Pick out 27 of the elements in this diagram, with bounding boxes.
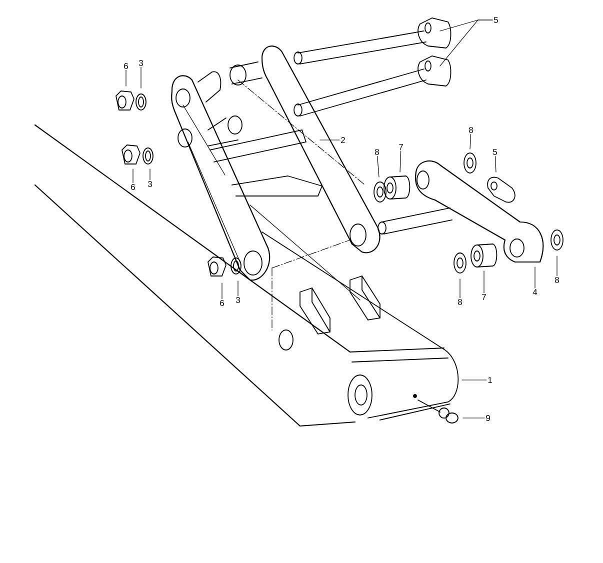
leader-line (440, 20, 493, 66)
callout-number: 5 (494, 17, 498, 23)
leader-line (494, 156, 496, 172)
callout-number: 8 (375, 149, 379, 155)
callout-number: 3 (236, 297, 240, 303)
callout-number: 3 (148, 181, 152, 187)
leader-line (377, 156, 380, 178)
callout-number: 7 (399, 144, 403, 150)
callout-number: 8 (555, 277, 559, 283)
callout-number: 7 (482, 294, 486, 300)
leader-line (140, 66, 142, 88)
callout-number: 9 (486, 415, 490, 421)
callout-number: 6 (124, 63, 128, 69)
callout-number: 1 (488, 377, 492, 383)
leader-line (534, 266, 536, 288)
leader-line (556, 256, 558, 276)
callout-number: 6 (220, 300, 224, 306)
callout-number: 6 (131, 184, 135, 190)
callout-number: 8 (469, 127, 473, 133)
callout-number: 5 (493, 149, 497, 155)
leader-line (400, 150, 402, 172)
leader-line (470, 134, 472, 150)
callout-number: 8 (458, 299, 462, 305)
callout-number: 2 (341, 137, 345, 143)
leader-line (132, 168, 134, 184)
callout-number: 4 (532, 289, 538, 295)
callout-number: 3 (138, 60, 143, 66)
